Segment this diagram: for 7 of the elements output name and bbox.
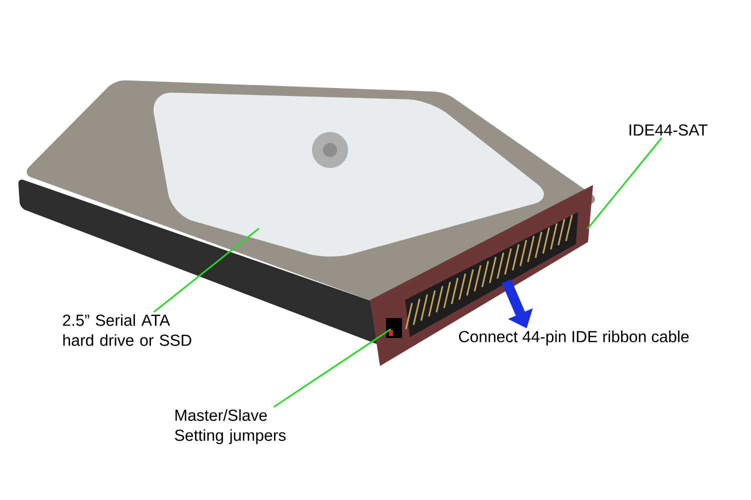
callout-label: Connect 44-pin IDE ribbon cable	[459, 330, 689, 346]
leader-line	[153, 228, 260, 313]
jumper-drawing	[386, 318, 402, 338]
callout-label: IDE44-SAT	[630, 124, 708, 136]
callout-label: 2.5” Serial ATA hard drive or SSD	[63, 314, 192, 346]
leader-line	[587, 137, 662, 230]
callout-label: Master/Slave Setting jumpers	[174, 409, 286, 444]
